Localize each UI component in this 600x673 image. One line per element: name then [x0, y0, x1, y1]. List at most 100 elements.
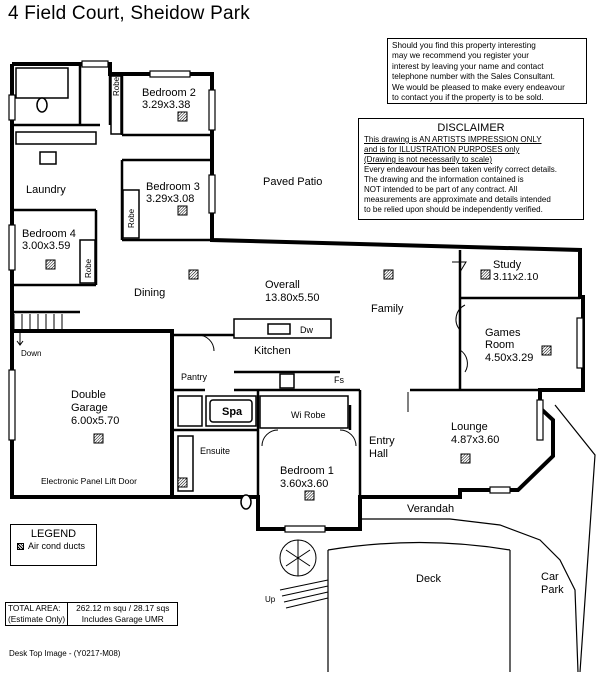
label-spa: Spa: [222, 406, 243, 418]
label-bedroom2: Bedroom 2: [142, 87, 196, 99]
disclaimer-line: (Drawing is not necessarily to scale): [364, 155, 493, 164]
area-value-line: Includes Garage UMR: [81, 614, 164, 624]
disclaimer-box: DISCLAIMER This drawing is AN ARTISTS IM…: [358, 118, 584, 220]
sink: [267, 323, 291, 335]
vanity: [177, 435, 194, 492]
air-cond-duct-icon: [177, 477, 188, 488]
label-wi-robe: Wi Robe: [291, 410, 326, 420]
size-lounge: 4.87x3.60: [451, 434, 499, 446]
legend-row: Air cond ducts: [17, 540, 90, 552]
robe-b2: [110, 75, 122, 135]
disclaimer-line: This drawing is AN ARTISTS IMPRESSION ON…: [364, 135, 542, 144]
label-ensuite: Ensuite: [200, 446, 230, 456]
label-dw: Dw: [300, 325, 313, 335]
register-note-line: We would be pleased to make every endeav…: [392, 82, 565, 92]
disclaimer-line: Every endeavour has been taken verify co…: [364, 165, 557, 174]
size-bedroom2: 3.29x3.38: [142, 99, 190, 111]
label-overall: Overall: [265, 279, 300, 291]
total-area: TOTAL AREA: (Estimate Only) 262.12 m squ…: [5, 602, 179, 626]
area-label-line: TOTAL AREA:: [8, 603, 61, 613]
label-robe: Robe: [112, 76, 121, 96]
air-cond-duct-icon: [93, 433, 104, 444]
air-cond-duct-icon: [45, 259, 56, 270]
label-fs: Fs: [334, 375, 344, 385]
legend: LEGEND Air cond ducts: [10, 524, 97, 566]
register-interest-note: Should you find this property interestin…: [387, 38, 587, 104]
label-lounge: Lounge: [451, 421, 488, 433]
register-note-line: may we recommend you register your: [392, 51, 529, 61]
area-label: TOTAL AREA: (Estimate Only): [5, 602, 68, 626]
laundry-trough: [39, 151, 57, 165]
label-hall: Hall: [369, 448, 388, 460]
label-car: Car: [541, 571, 559, 583]
label-garage: Garage: [71, 402, 108, 414]
label-bedroom4: Bedroom 4: [22, 228, 76, 240]
area-value: 262.12 m squ / 28.17 sqs Includes Garage…: [67, 602, 179, 626]
label-laundry: Laundry: [26, 184, 66, 196]
wi-robe: [259, 395, 349, 429]
air-cond-duct-icon: [177, 205, 188, 216]
disclaimer-line: measurements are approximate and details…: [364, 195, 551, 204]
robe-b4: [79, 239, 96, 284]
label-robe: Robe: [127, 208, 136, 228]
air-cond-duct-icon: [177, 111, 188, 122]
register-note-line: Should you find this property interestin…: [392, 41, 536, 50]
air-cond-ducts: [45, 111, 552, 501]
label-down: Down: [21, 349, 41, 358]
air-cond-duct-icon: [17, 542, 24, 550]
area-label-line: (Estimate Only): [8, 614, 66, 624]
label-park: Park: [541, 584, 564, 596]
air-cond-duct-icon: [541, 345, 552, 356]
window: [208, 174, 216, 214]
register-note-line: interest by leaving your name and contac…: [392, 61, 544, 71]
window: [208, 89, 216, 131]
fixtures: [15, 67, 349, 510]
label-double: Double: [71, 389, 106, 401]
legend-heading: LEGEND: [30, 528, 77, 540]
room-labels: Bedroom 2 3.29x3.38 Bedroom 3 3.29x3.08 …: [21, 76, 564, 604]
size-bedroom1: 3.60x3.60: [280, 478, 328, 490]
toilet: [240, 494, 252, 510]
size-bedroom3: 3.29x3.08: [146, 193, 194, 205]
stairs: [13, 314, 63, 346]
window: [8, 94, 16, 121]
windows: [8, 60, 584, 533]
area-value-line: 262.12 m squ / 28.17 sqs: [76, 603, 170, 613]
window: [81, 60, 109, 68]
air-cond-duct-icon: [383, 269, 394, 280]
toilet-2: [36, 97, 48, 113]
interior-walls: [12, 64, 580, 497]
label-robe: Robe: [84, 258, 93, 278]
label-family: Family: [371, 303, 404, 315]
robe-b3: [122, 189, 140, 239]
window: [8, 369, 16, 441]
window: [536, 399, 544, 441]
disclaimer-line: The drawing and the information containe…: [364, 175, 524, 184]
label-verandah: Verandah: [407, 503, 454, 515]
size-overall: 13.80x5.50: [265, 292, 319, 304]
window: [489, 486, 511, 494]
air-cond-duct-icon: [188, 269, 199, 280]
shower: [177, 395, 203, 427]
label-up: Up: [265, 595, 276, 604]
label-games: Games: [485, 327, 521, 339]
spa-inner: [209, 399, 253, 423]
label-room: Room: [485, 339, 514, 351]
register-note-line: to contact you if the property is to be …: [392, 93, 544, 103]
disclaimer-line: to be relied upon should be independentl…: [364, 205, 543, 214]
label-study: Study: [493, 259, 522, 271]
legend-item-label: Air cond ducts: [28, 541, 86, 551]
bath: [15, 67, 69, 99]
air-cond-duct-icon: [480, 269, 491, 280]
label-bedroom1: Bedroom 1: [280, 465, 334, 477]
footer-reference: Desk Top Image - (Y0217-M08): [9, 649, 121, 658]
door-swings: [197, 261, 468, 447]
disclaimer-heading: DISCLAIMER: [437, 122, 505, 134]
register-note-line: telephone number with the Sales Consulta…: [392, 72, 555, 82]
disclaimer-line: NOT intended to be part of any contract.…: [364, 185, 518, 194]
size-study: 3.11x2.10: [493, 271, 539, 283]
air-cond-duct-icon: [304, 490, 315, 501]
tree-icon: [279, 539, 317, 577]
label-deck: Deck: [416, 573, 442, 585]
deck-outline: [327, 404, 596, 673]
